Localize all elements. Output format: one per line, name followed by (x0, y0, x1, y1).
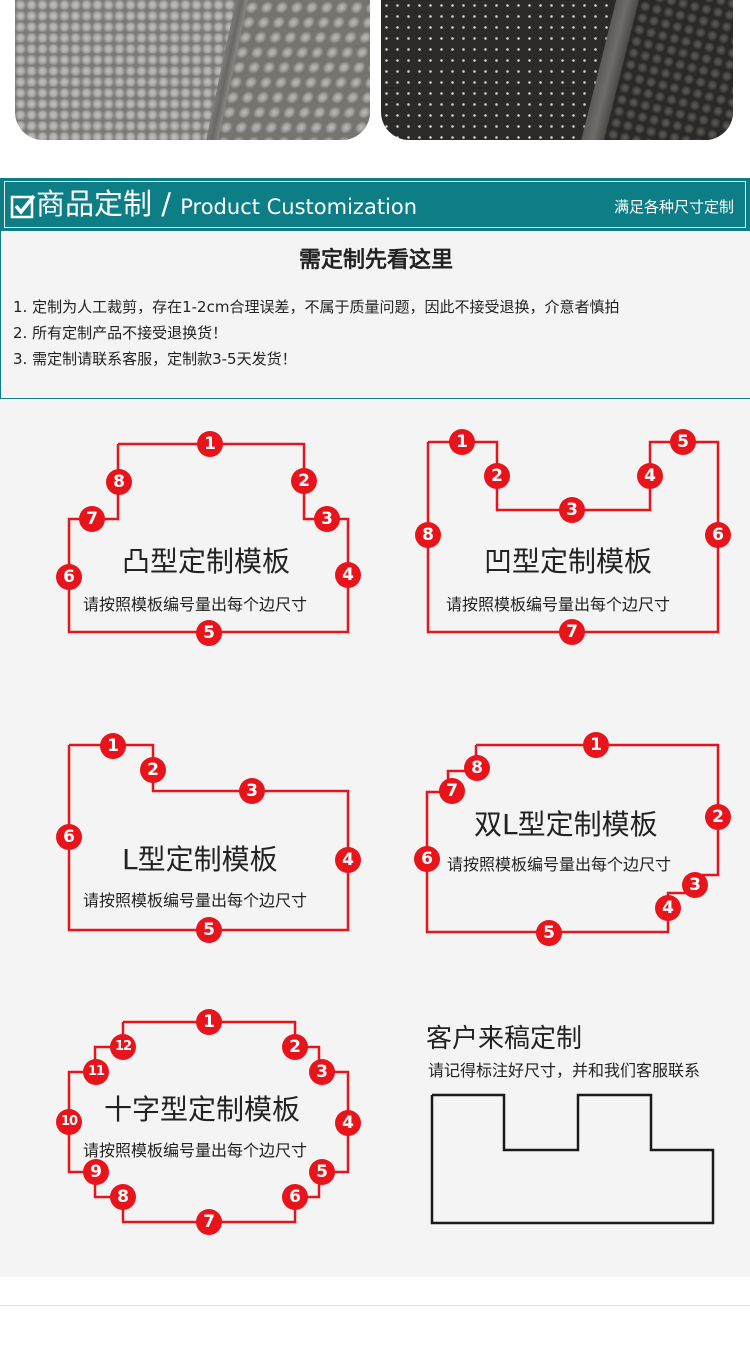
double-l-badge-6: 6 (414, 846, 440, 872)
cross-badge-5: 5 (309, 1159, 335, 1185)
l-shape-title: L型定制模板 (122, 843, 278, 876)
cross-subtitle: 请按照模板编号量出每个边尺寸 (83, 1141, 308, 1160)
convex-badge-7: 7 (79, 506, 105, 532)
convex-badge-4: 4 (335, 562, 361, 588)
double-l-title: 双L型定制模板 (474, 808, 658, 841)
section-divider (0, 1305, 750, 1306)
double-l-outline (425, 743, 720, 934)
cross-badge-10: 10 (56, 1109, 82, 1135)
notice-item: 3. 需定制请联系客服，定制款3-5天发货！ (13, 350, 297, 368)
cross-title: 十字型定制模板 (104, 1093, 301, 1126)
l-shape-badge-1: 1 (100, 733, 126, 759)
cross-badge-12: 12 (110, 1034, 136, 1060)
double-l-badge-3: 3 (682, 872, 708, 898)
client-title: 客户来稿定制 (426, 1024, 583, 1054)
notice-item: 1. 定制为人工裁剪，存在1-2cm合理误差，不属于质量问题，因此不接受退换，介… (13, 298, 620, 316)
check-icon (10, 194, 36, 219)
notice-list: 1. 定制为人工裁剪，存在1-2cm合理误差，不属于质量问题，因此不接受退换，介… (13, 294, 619, 372)
cross-badge-2: 2 (282, 1034, 308, 1060)
l-shape-badge-5: 5 (196, 917, 222, 943)
double-l-badge-5: 5 (536, 920, 562, 946)
double-l-badge-4: 4 (655, 895, 681, 921)
double-l-badge-7: 7 (439, 778, 465, 804)
convex-badge-6: 6 (56, 564, 82, 590)
convex-subtitle: 请按照模板编号量出每个边尺寸 (83, 595, 308, 614)
double-l-badge-1: 1 (583, 732, 609, 758)
convex-badge-8: 8 (106, 469, 132, 495)
cross-badge-9: 9 (83, 1159, 109, 1185)
cross-badge-7: 7 (196, 1209, 222, 1235)
concave-badge-8: 8 (415, 522, 441, 548)
cross-badge-3: 3 (309, 1059, 335, 1085)
double-l-badge-2: 2 (705, 804, 731, 830)
cross-badge-6: 6 (282, 1184, 308, 1210)
l-shape-badge-6: 6 (56, 824, 82, 850)
l-shape-subtitle: 请按照模板编号量出每个边尺寸 (83, 891, 308, 910)
templates-area: 凸型定制模板 请按照模板编号量出每个边尺寸 1 2 3 4 5 6 7 8 凹型… (0, 400, 750, 1277)
concave-badge-2: 2 (484, 463, 510, 489)
concave-badge-4: 4 (637, 463, 663, 489)
cross-badge-1: 1 (196, 1009, 222, 1035)
l-shape-badge-3: 3 (239, 778, 265, 804)
concave-badge-7: 7 (559, 619, 585, 645)
cross-badge-11: 11 (83, 1059, 109, 1085)
l-shape-outline (67, 743, 350, 932)
concave-title: 凹型定制模板 (484, 545, 653, 578)
convex-badge-1: 1 (197, 431, 223, 457)
product-photo-anti-slip-back (381, 0, 733, 140)
convex-badge-3: 3 (314, 506, 340, 532)
concave-badge-5: 5 (670, 429, 696, 455)
cross-badge-4: 4 (335, 1110, 361, 1136)
notice-item: 2. 所有定制产品不接受退换货！ (13, 324, 228, 342)
concave-badge-3: 3 (559, 497, 585, 523)
customization-banner: 商品定制 / Product Customization 满足各种尺寸定制 (0, 178, 750, 231)
l-shape-badge-4: 4 (335, 847, 361, 873)
notice-title: 需定制先看这里 (298, 248, 453, 273)
banner-separator: / (161, 187, 172, 221)
concave-badge-6: 6 (705, 522, 731, 548)
convex-badge-2: 2 (291, 468, 317, 494)
notice-panel: 需定制先看这里 1. 定制为人工裁剪，存在1-2cm合理误差，不属于质量问题，因… (0, 231, 750, 399)
concave-badge-1: 1 (449, 429, 475, 455)
convex-title: 凸型定制模板 (122, 545, 291, 578)
concave-subtitle: 请按照模板编号量出每个边尺寸 (446, 595, 671, 614)
double-l-badge-8: 8 (464, 755, 490, 781)
banner-title-cn: 商品定制 (36, 187, 153, 221)
convex-badge-5: 5 (196, 620, 222, 646)
banner-title: 商品定制 / Product Customization (10, 185, 417, 226)
l-shape-badge-2: 2 (140, 757, 166, 783)
product-photo-texture-grey (15, 0, 370, 140)
cross-badge-8: 8 (110, 1184, 136, 1210)
client-subtitle: 请记得标注好尺寸，并和我们客服联系 (428, 1061, 701, 1080)
double-l-subtitle: 请按照模板编号量出每个边尺寸 (447, 855, 672, 874)
client-sketch-outline (430, 1093, 715, 1225)
banner-title-en: Product Customization (180, 195, 418, 219)
banner-note: 满足各种尺寸定制 (613, 198, 734, 216)
